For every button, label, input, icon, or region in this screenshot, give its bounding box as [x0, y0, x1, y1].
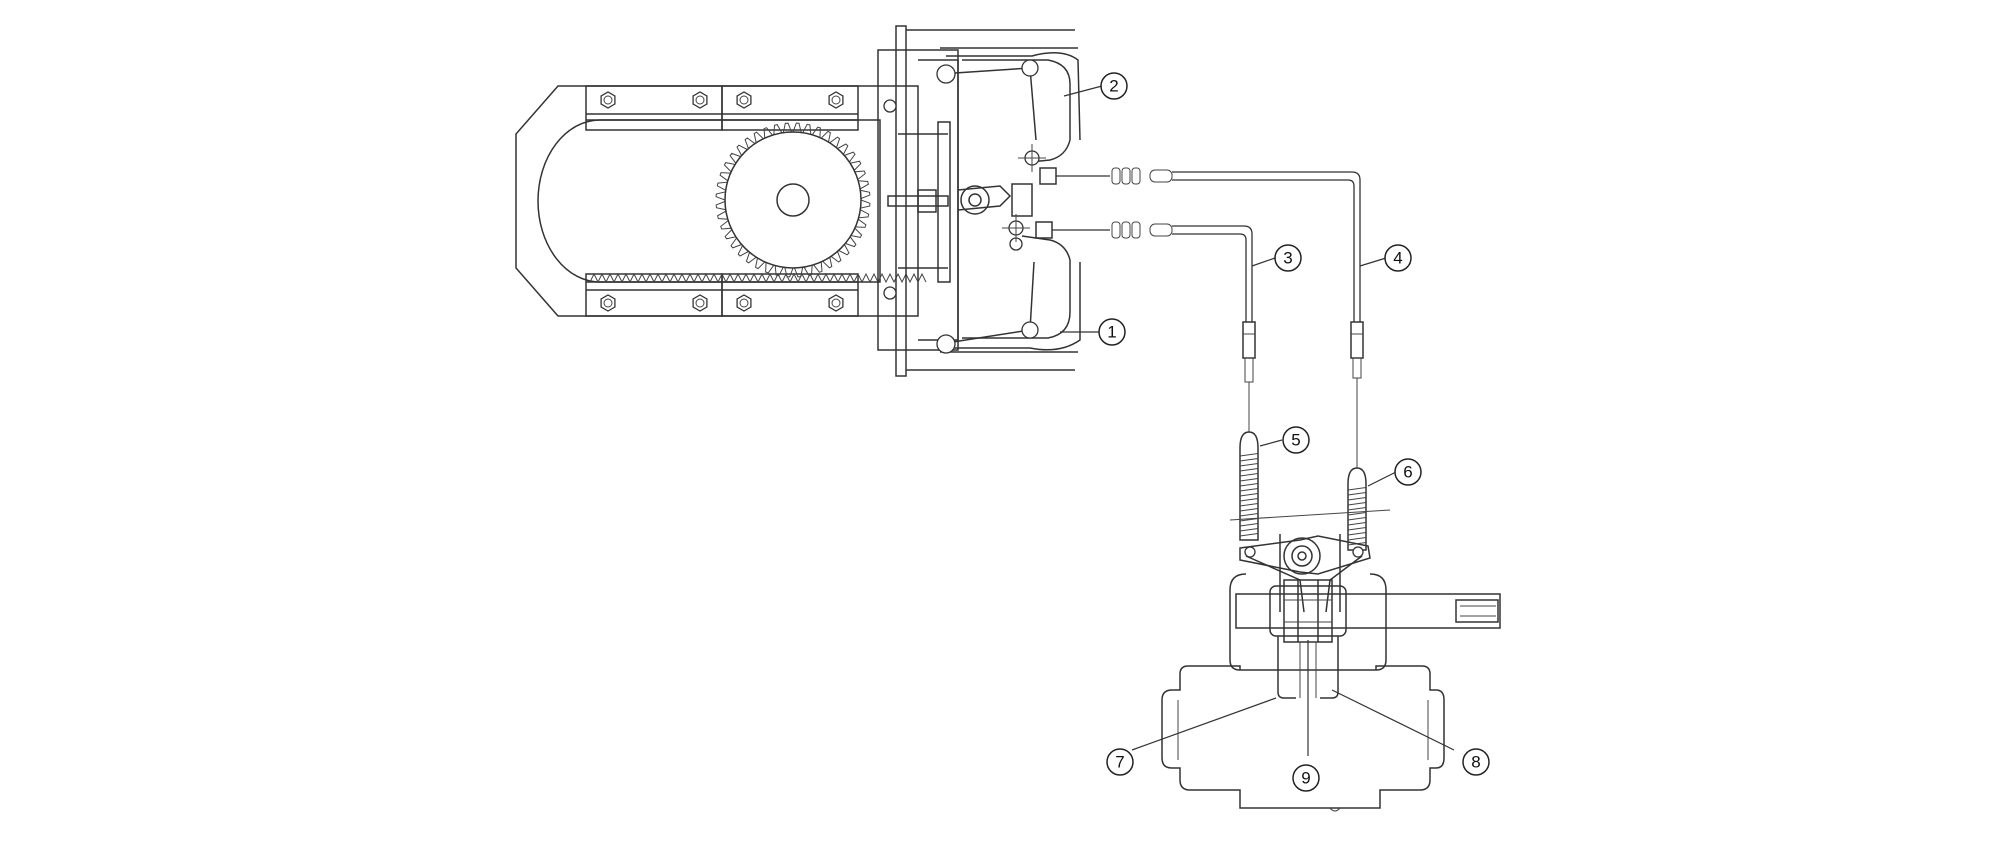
callout-5: 5: [1282, 426, 1310, 454]
callout-1-circle: [1098, 318, 1126, 346]
callout-9-circle: [1292, 764, 1320, 792]
cable-3: [1035, 221, 1256, 432]
callout-6-label: 6: [1403, 463, 1412, 482]
upper-lever: [936, 52, 1081, 172]
callout-leaders: [1060, 85, 1455, 756]
callout-3-label: 3: [1283, 249, 1292, 268]
callout-4: 4: [1384, 244, 1412, 272]
callout-7-label: 7: [1115, 753, 1124, 772]
callout-8: 8: [1462, 748, 1490, 776]
callout-9: 9: [1292, 764, 1320, 792]
callout-6-circle: [1394, 458, 1422, 486]
callout-2-label: 2: [1109, 77, 1118, 96]
callout-2-circle: [1100, 72, 1128, 100]
callout-7-circle: [1106, 748, 1134, 776]
callout-4-circle: [1384, 244, 1412, 272]
callout-7: 7: [1106, 748, 1134, 776]
callout-8-label: 8: [1471, 753, 1480, 772]
spring-5: [1239, 431, 1259, 541]
callout-1-label: 1: [1107, 323, 1116, 342]
callout-5-circle: [1282, 426, 1310, 454]
callout-3-circle: [1274, 244, 1302, 272]
mounting-flange: [877, 25, 1078, 377]
callout-6: 6: [1394, 458, 1422, 486]
gear: [715, 122, 871, 278]
lower-lever: [936, 214, 1081, 354]
callout-8-circle: [1462, 748, 1490, 776]
spring-6: [1347, 467, 1367, 551]
valve-assembly: [1161, 509, 1501, 812]
callout-1: 1: [1098, 318, 1126, 346]
rack-housing: [515, 85, 927, 317]
callout-2: 2: [1100, 72, 1128, 100]
cable-4: [1039, 167, 1364, 468]
callout-3: 3: [1274, 244, 1302, 272]
callout-9-label: 9: [1301, 769, 1310, 788]
callout-5-label: 5: [1291, 431, 1300, 450]
callout-4-label: 4: [1393, 249, 1402, 268]
